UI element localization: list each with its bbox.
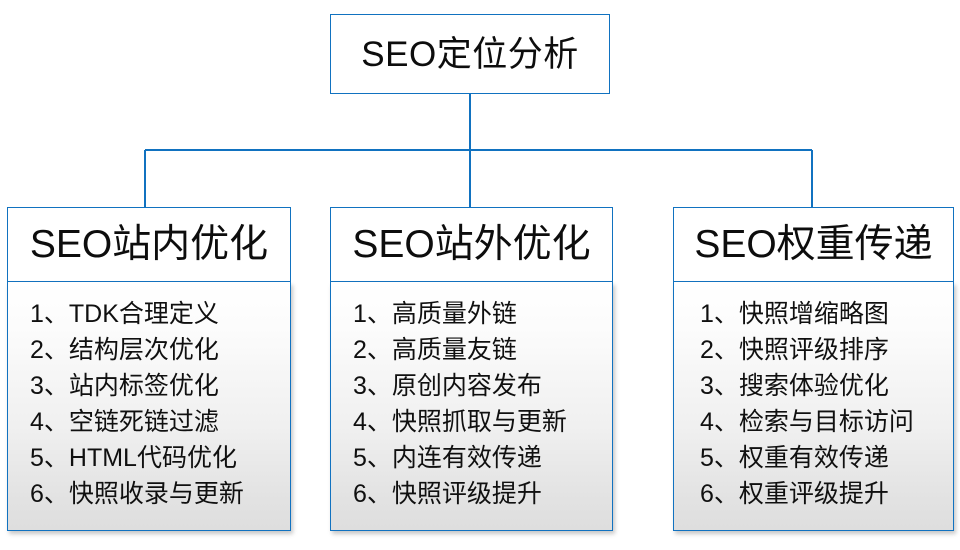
branch-body-3: 1、快照增缩略图 2、快照评级排序 3、搜索体验优化 4、检索与目标访问 5、权… [673,282,954,531]
list-item-index: 1、 [700,300,739,328]
list-item: 2、高质量友链 [331,332,612,368]
list-item: 3、原创内容发布 [331,368,612,404]
list-item: 2、快照评级排序 [674,332,953,368]
list-item-label: 权重评级提升 [738,480,889,508]
branch-list-2: 1、高质量外链 2、高质量友链 3、原创内容发布 4、快照抓取与更新 5、内连有… [331,296,612,512]
list-item-label: 快照评级排序 [738,336,889,364]
list-item-label: HTML代码优化 [68,444,237,472]
list-item-index: 1、 [30,300,69,328]
root-node-title: SEO定位分析 [361,34,579,74]
branch-column-1: SEO站内优化 1、TDK合理定义 2、结构层次优化 3、站内标签优化 4、空链… [7,207,291,531]
list-item: 5、权重有效传递 [674,440,953,476]
branch-header-title-3: SEO权重传递 [694,223,933,266]
branch-body-1: 1、TDK合理定义 2、结构层次优化 3、站内标签优化 4、空链死链过滤 5、H… [7,282,291,531]
branch-column-3: SEO权重传递 1、快照增缩略图 2、快照评级排序 3、搜索体验优化 4、检索与… [673,207,954,531]
list-item-index: 5、 [700,444,739,472]
list-item: 6、权重评级提升 [674,476,953,512]
list-item-label: 快照收录与更新 [68,480,244,508]
branch-header-2: SEO站外优化 [330,207,613,282]
list-item: 2、结构层次优化 [8,332,290,368]
list-item: 3、搜索体验优化 [674,368,953,404]
list-item-label: 原创内容发布 [391,372,542,400]
list-item: 6、快照评级提升 [331,476,612,512]
list-item: 6、快照收录与更新 [8,476,290,512]
list-item-index: 2、 [700,336,739,364]
list-item-label: 快照评级提升 [391,480,542,508]
list-item-label: 快照抓取与更新 [391,408,567,436]
list-item-index: 3、 [700,372,739,400]
list-item: 4、快照抓取与更新 [331,404,612,440]
list-item-label: 搜索体验优化 [738,372,889,400]
list-item-index: 1、 [353,300,392,328]
list-item-label: 快照增缩略图 [738,300,889,328]
branch-list-1: 1、TDK合理定义 2、结构层次优化 3、站内标签优化 4、空链死链过滤 5、H… [8,296,290,512]
branch-header-3: SEO权重传递 [673,207,954,282]
list-item-label: 高质量外链 [391,300,517,328]
list-item-label: TDK合理定义 [68,300,219,328]
list-item-index: 4、 [700,408,739,436]
list-item-index: 2、 [30,336,69,364]
list-item-index: 6、 [700,480,739,508]
branch-list-3: 1、快照增缩略图 2、快照评级排序 3、搜索体验优化 4、检索与目标访问 5、权… [674,296,953,512]
list-item-label: 高质量友链 [391,336,517,364]
list-item-index: 3、 [353,372,392,400]
list-item-label: 检索与目标访问 [738,408,914,436]
list-item: 5、内连有效传递 [331,440,612,476]
list-item-index: 4、 [353,408,392,436]
list-item-label: 权重有效传递 [738,444,889,472]
branch-header-1: SEO站内优化 [7,207,291,282]
list-item-index: 2、 [353,336,392,364]
list-item: 4、检索与目标访问 [674,404,953,440]
list-item-label: 站内标签优化 [68,372,219,400]
list-item-index: 6、 [353,480,392,508]
list-item: 3、站内标签优化 [8,368,290,404]
list-item-index: 5、 [30,444,69,472]
branch-header-title-1: SEO站内优化 [29,223,269,266]
list-item-index: 3、 [30,372,69,400]
list-item-label: 空链死链过滤 [68,408,219,436]
list-item-index: 4、 [30,408,69,436]
list-item: 1、高质量外链 [331,296,612,332]
list-item: 1、TDK合理定义 [8,296,290,332]
list-item: 1、快照增缩略图 [674,296,953,332]
list-item-index: 5、 [353,444,392,472]
branch-body-2: 1、高质量外链 2、高质量友链 3、原创内容发布 4、快照抓取与更新 5、内连有… [330,282,613,531]
list-item-label: 结构层次优化 [68,336,219,364]
list-item: 4、空链死链过滤 [8,404,290,440]
list-item-index: 6、 [30,480,69,508]
branch-column-2: SEO站外优化 1、高质量外链 2、高质量友链 3、原创内容发布 4、快照抓取与… [330,207,613,531]
root-node: SEO定位分析 [330,14,610,94]
list-item-label: 内连有效传递 [391,444,542,472]
branch-header-title-2: SEO站外优化 [352,223,591,266]
list-item: 5、HTML代码优化 [8,440,290,476]
